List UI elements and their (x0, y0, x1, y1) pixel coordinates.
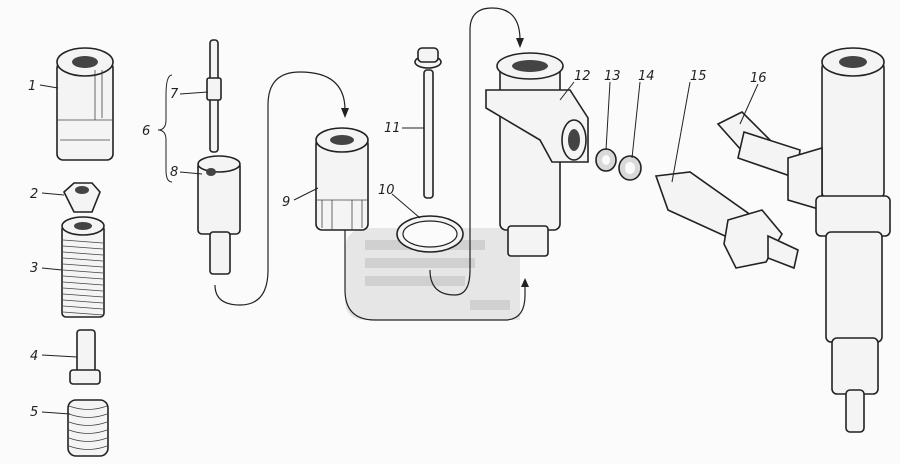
part-1-cap (56, 47, 114, 161)
part-5-spring (67, 399, 109, 457)
label-9: 9 (282, 195, 290, 210)
part-7-needle (206, 39, 222, 153)
part-2-nut (63, 182, 101, 213)
part-labels: 1 2 3 4 5 6 7 8 9 10 11 12 13 14 15 16 (28, 69, 767, 420)
part-3-thread-lines (62, 239, 104, 316)
part-11-rod (414, 47, 442, 199)
part-12-body (485, 52, 589, 257)
assembly-path-lines (214, 7, 529, 321)
label-14: 14 (638, 69, 655, 84)
part-4-screw (69, 329, 101, 385)
part-9-nozzle-nut (315, 127, 369, 231)
part-16-fitting (716, 111, 801, 180)
part-14-washer (618, 155, 642, 181)
label-10: 10 (378, 183, 395, 198)
label-11: 11 (384, 121, 401, 136)
label-8: 8 (170, 165, 178, 180)
part-13-washer (595, 148, 617, 172)
label-3: 3 (30, 261, 38, 276)
label-12: 12 (574, 69, 591, 84)
label-5: 5 (30, 405, 38, 420)
part-15-fitting (654, 171, 799, 270)
label-7: 7 (170, 87, 179, 102)
assembled-injector (787, 47, 891, 433)
part-8-nozzle-body (197, 155, 241, 275)
label-4: 4 (30, 349, 38, 364)
label-13: 13 (604, 69, 621, 84)
label-1: 1 (28, 79, 36, 94)
label-2: 2 (30, 187, 38, 202)
label-15: 15 (690, 69, 707, 84)
bracket-6 (157, 74, 173, 183)
part-5-coil-lines (68, 405, 108, 450)
part-10-washer (396, 215, 464, 253)
label-6: 6 (142, 124, 150, 139)
leader-lines (39, 81, 759, 415)
label-16: 16 (750, 71, 767, 86)
